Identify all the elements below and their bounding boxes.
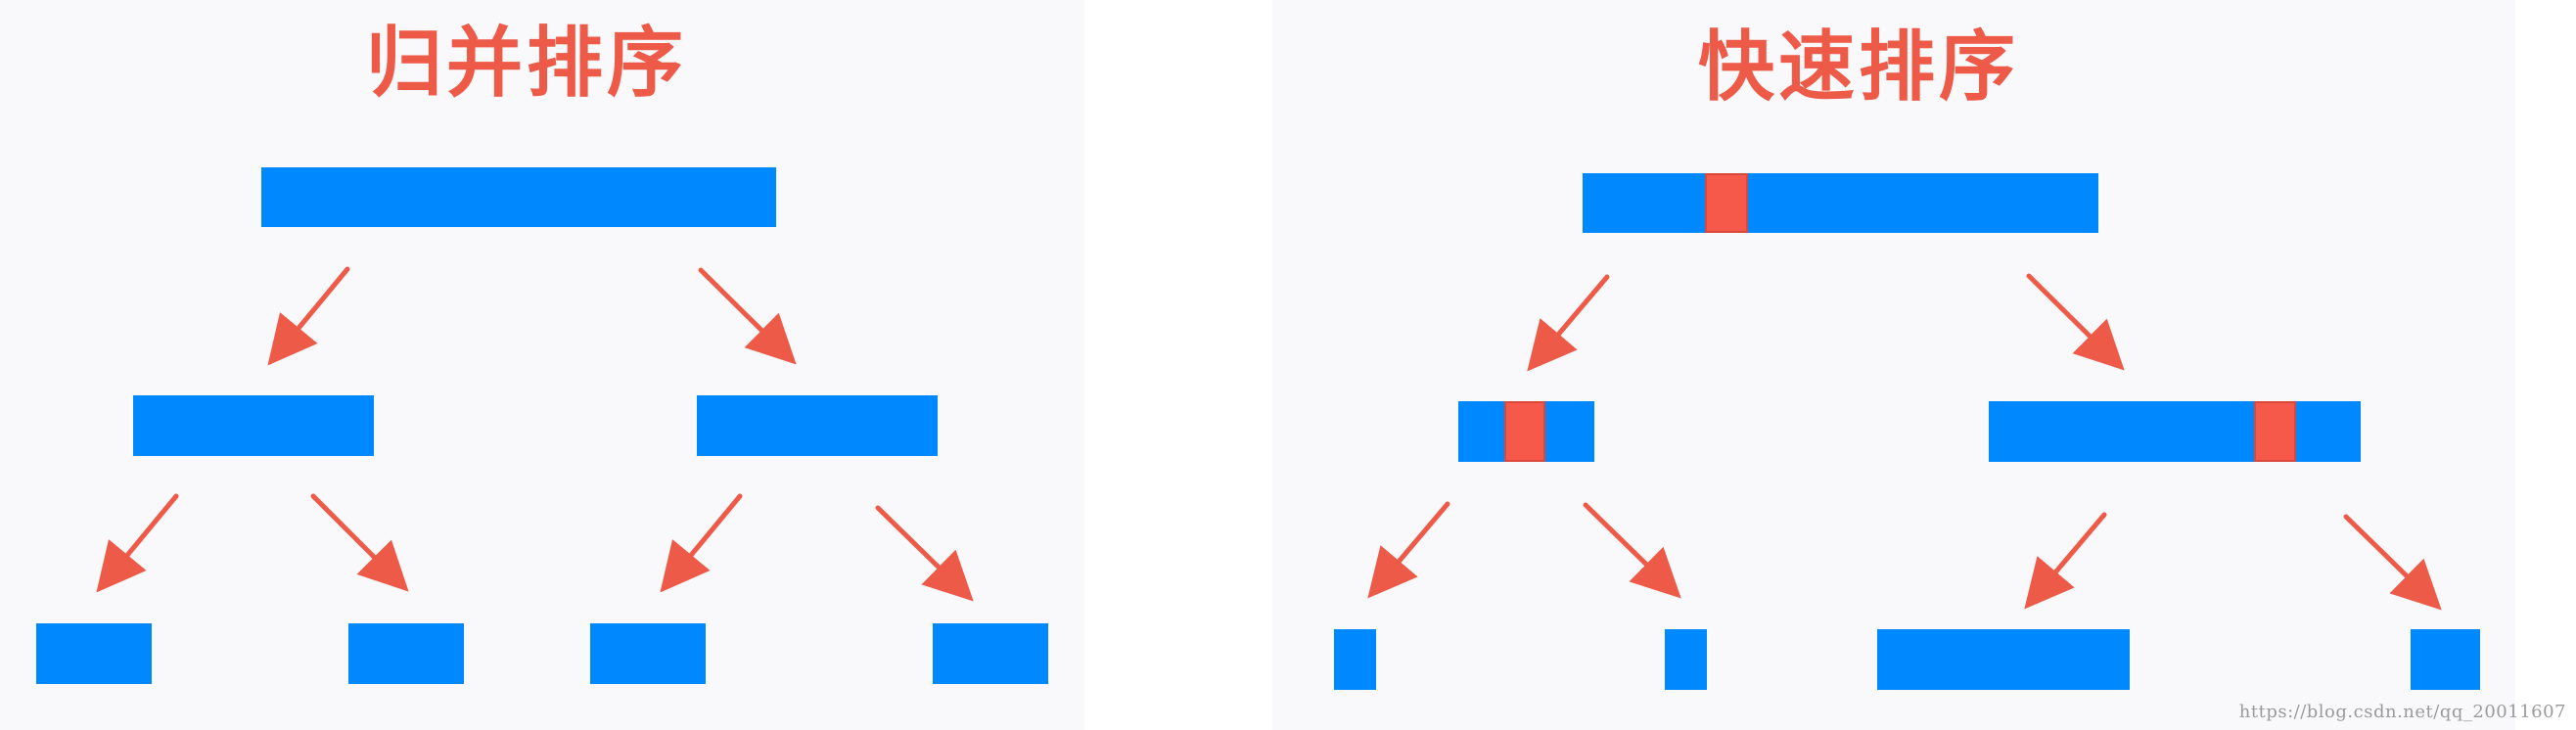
merge-level0-block	[261, 167, 776, 227]
merge-level2-block-3	[590, 623, 706, 684]
quick-level2-block-4	[2411, 629, 2480, 690]
quick-level1-right-block	[1989, 401, 2361, 462]
quick-arrow-6	[2343, 514, 2442, 611]
merge-arrow-2	[698, 267, 797, 365]
quick-level2-block-1	[1334, 629, 1376, 690]
merge-level2-block-1	[36, 623, 152, 684]
merge-arrow-4	[310, 493, 409, 592]
quick-level0-block	[1583, 173, 2098, 233]
quick-arrow-3	[1367, 501, 1450, 599]
merge-arrow-5	[660, 493, 743, 593]
merge-level1-left-block	[133, 395, 374, 456]
quick-arrow-2	[2026, 273, 2125, 371]
quick-level0-pivot	[1705, 173, 1748, 233]
quick-sort-title: 快速排序	[1698, 23, 2020, 112]
quick-sort-panel	[1272, 0, 2515, 730]
quick-level1-left-pivot	[1504, 401, 1545, 462]
merge-level1-right-block	[697, 395, 938, 456]
quick-level2-block-3	[1877, 629, 2130, 690]
quick-level1-right-pivot	[2254, 401, 2296, 462]
merge-arrow-1	[267, 266, 350, 366]
quick-arrow-1	[1527, 274, 1610, 372]
merge-arrow-6	[875, 505, 974, 602]
merge-sort-panel	[0, 0, 1084, 730]
watermark: https://blog.csdn.net/qq_20011607	[2238, 702, 2566, 722]
quick-level2-block-2	[1665, 629, 1707, 690]
merge-sort-title: 归并排序	[366, 20, 688, 108]
quick-arrow-5	[2024, 512, 2107, 610]
merge-level2-block-4	[933, 623, 1048, 684]
merge-level2-block-2	[348, 623, 464, 684]
merge-arrow-3	[96, 493, 179, 593]
quick-arrow-4	[1583, 502, 1681, 599]
